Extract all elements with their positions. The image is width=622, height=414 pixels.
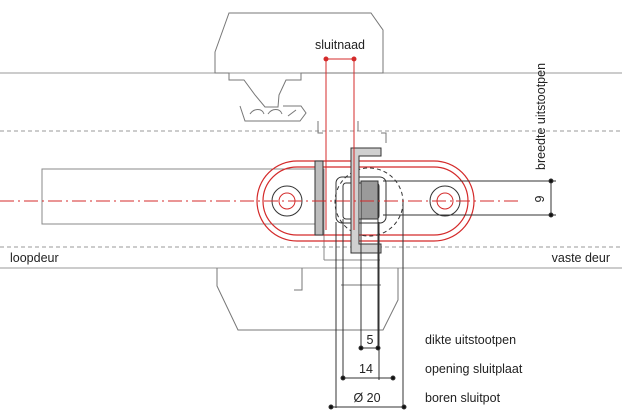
frame-lines (0, 72, 622, 269)
dim-pot-diameter (328, 404, 407, 410)
sluitnaad-marker (323, 56, 357, 230)
dim-pen-thickness (358, 345, 381, 351)
bottom-profile (216, 268, 399, 331)
label-sluitnaad: sluitnaad (315, 38, 365, 52)
dim-plate-opening (340, 375, 396, 381)
label-dikte-uitstootpen: dikte uitstootpen (425, 333, 516, 347)
label-opening-sluitplaat: opening sluitplaat (425, 362, 523, 376)
label-boren-sluitpot: boren sluitpot (425, 391, 501, 405)
dim-pen-thickness-label: 5 (367, 333, 374, 347)
dim-pen-width-label: 9 (533, 195, 547, 202)
dim-pen-width (383, 178, 556, 218)
label-loopdeur: loopdeur (10, 251, 59, 265)
lock-faceplate (314, 160, 324, 236)
lock-body (41, 168, 380, 261)
top-profile (214, 12, 387, 143)
dim-pot-diameter-label: Ø 20 (353, 391, 380, 405)
label-breedte-uitstootpen: breedte uitstootpen (534, 63, 548, 170)
label-vaste-deur: vaste deur (552, 251, 610, 265)
uitstootpen (360, 180, 379, 220)
dim-extension-lines (335, 202, 404, 408)
dim-plate-opening-label: 14 (359, 362, 373, 376)
